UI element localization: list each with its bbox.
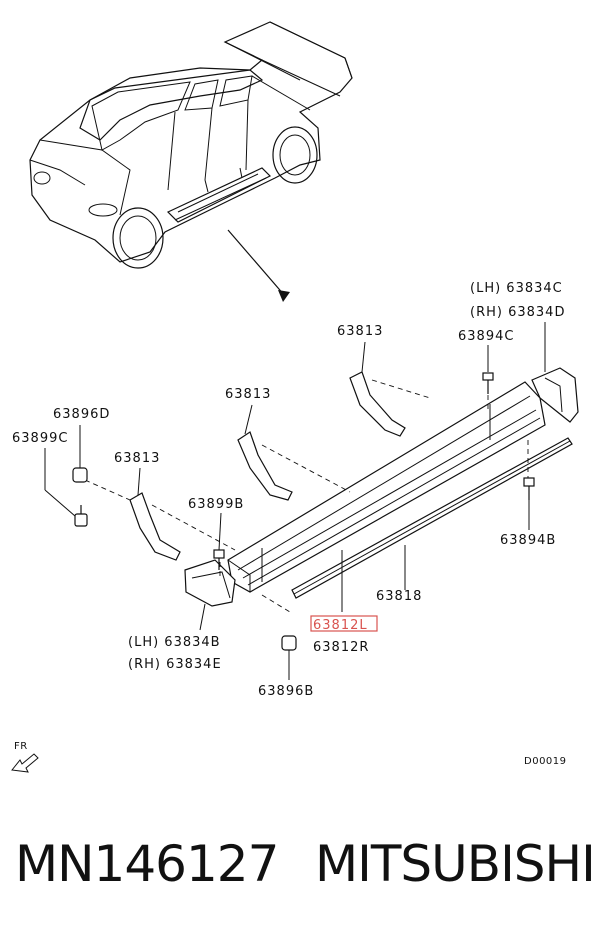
label-63813-left: 63813	[114, 451, 160, 466]
footer: MN146127 MITSUBISHI	[0, 835, 600, 905]
front-indicator: FR	[11, 741, 39, 773]
label-63818: 63818	[376, 589, 422, 604]
label-63813-middle: 63813	[225, 387, 271, 402]
label-63834c: (LH) 63834C	[470, 281, 563, 296]
label-63812r: 63812R	[313, 640, 369, 655]
diagram-code: D00019	[524, 756, 567, 767]
label-63896b: 63896B	[258, 684, 314, 699]
brand-name: MITSUBISHI	[315, 835, 596, 893]
highlight-box	[310, 615, 378, 632]
part-number: MN146127	[15, 835, 279, 893]
zoom-arrow	[227, 229, 290, 302]
label-63834d: (RH) 63834D	[470, 305, 565, 320]
part-labels: (LH) 63834C (RH) 63834D 63813 63894C 638…	[12, 281, 565, 699]
label-63899c: 63899C	[12, 431, 68, 446]
label-63894b: 63894B	[500, 533, 556, 548]
side-step-assembly	[72, 367, 579, 651]
fr-label: FR	[14, 741, 28, 752]
label-63834e: (RH) 63834E	[128, 657, 222, 672]
label-63813-right: 63813	[337, 324, 383, 339]
label-63896d: 63896D	[53, 407, 110, 422]
label-63899b: 63899B	[188, 497, 244, 512]
truck-illustration	[29, 21, 353, 269]
leader-lines	[44, 322, 546, 680]
label-63812l: 63812L	[313, 618, 368, 633]
label-63894c: 63894C	[458, 329, 514, 344]
front-arrow-icon	[11, 753, 39, 773]
label-63834b: (LH) 63834B	[128, 635, 221, 650]
parts-diagram: (LH) 63834C (RH) 63834D 63813 63894C 638…	[11, 21, 579, 773]
